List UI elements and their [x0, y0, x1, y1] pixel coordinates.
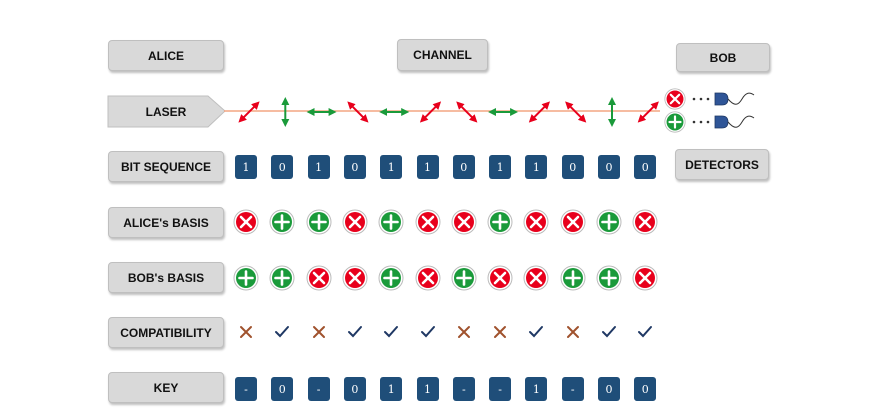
diagonal-basis-icon: [632, 209, 658, 235]
bit-box: 0: [452, 155, 475, 179]
bit-sequence-label: BIT SEQUENCE: [108, 151, 224, 182]
cross-icon: [563, 322, 583, 342]
photon-group: [238, 97, 659, 127]
photon-antidiagonal-arrow: [238, 101, 260, 123]
alice-header: ALICE: [108, 40, 224, 71]
check-icon: [272, 322, 292, 342]
alice-basis-label: ALICE's BASIS: [108, 207, 224, 238]
key-box: -: [561, 377, 584, 401]
bit-box: 0: [271, 155, 294, 179]
bit-box: 0: [343, 155, 366, 179]
key-box: -: [307, 377, 330, 401]
key-label-text: KEY: [153, 380, 179, 395]
diagonal-detector: [664, 88, 755, 110]
cross-icon: [454, 322, 474, 342]
channel-header: CHANNEL: [397, 39, 488, 71]
diagonal-basis-icon: [487, 265, 513, 291]
laser-label: LASER: [108, 96, 224, 127]
diagonal-basis-icon: [451, 209, 477, 235]
alice-header-text: ALICE: [148, 48, 184, 63]
diagonal-basis-icon: [415, 209, 441, 235]
rectilinear-basis-icon: [560, 265, 586, 291]
photon-diagonal-arrow: [565, 101, 587, 123]
photon-diagonal-arrow: [456, 101, 478, 123]
bit-box: 0: [598, 155, 620, 179]
check-icon: [599, 322, 619, 342]
diagonal-basis-icon: [415, 265, 441, 291]
photon-antidiagonal-arrow: [419, 101, 442, 123]
diagonal-basis-icon: [523, 265, 549, 291]
bit-box: 1: [489, 155, 512, 179]
check-icon: [345, 322, 365, 342]
key-box: 0: [343, 377, 366, 401]
cross-icon: [236, 322, 256, 342]
rectilinear-basis-icon: [269, 209, 295, 235]
diagonal-basis-icon: [632, 265, 658, 291]
detectors-label-text: DETECTORS: [685, 157, 759, 172]
key-box: 0: [271, 377, 294, 401]
rectilinear-basis-icon: [487, 209, 513, 235]
photon-antidiagonal-arrow: [637, 101, 659, 123]
laser-label-text: LASER: [145, 104, 187, 119]
key-box: 0: [634, 377, 657, 401]
cross-icon: [309, 322, 329, 342]
key-label: KEY: [108, 372, 224, 403]
check-icon: [526, 322, 546, 342]
key-box: -: [235, 377, 257, 401]
bit-box: 0: [561, 155, 584, 179]
cross-icon: [490, 322, 510, 342]
check-icon: [635, 322, 655, 342]
bit-box: 0: [634, 155, 657, 179]
bit-box: 1: [235, 155, 257, 179]
rectilinear-basis-icon: [451, 265, 477, 291]
diagonal-basis-icon: [306, 265, 332, 291]
rectilinear-basis-icon: [596, 209, 622, 235]
bob-header: BOB: [676, 43, 770, 72]
key-box: -: [489, 377, 512, 401]
bit-box: 1: [380, 155, 403, 179]
key-box: -: [452, 377, 475, 401]
bit-sequence-label-text: BIT SEQUENCE: [120, 159, 211, 174]
photon-antidiagonal-arrow: [528, 101, 551, 123]
rectilinear-basis-icon: [378, 265, 404, 291]
detectors-label: DETECTORS: [675, 149, 769, 180]
bit-box: 1: [525, 155, 548, 179]
check-icon: [381, 322, 401, 342]
photon-diagonal-arrow: [347, 101, 369, 123]
rectilinear-basis-icon: [596, 265, 622, 291]
diagonal-basis-icon: [560, 209, 586, 235]
key-box: 1: [380, 377, 403, 401]
key-box: 0: [598, 377, 620, 401]
diagonal-basis-icon: [342, 265, 368, 291]
rectilinear-basis-icon: [269, 265, 295, 291]
key-box: 1: [416, 377, 439, 401]
rectilinear-basis-icon: [306, 209, 332, 235]
diagonal-basis-icon: [342, 209, 368, 235]
bob-header-text: BOB: [709, 50, 737, 65]
rectilinear-basis-icon: [378, 209, 404, 235]
alice-basis-label-text: ALICE's BASIS: [123, 215, 209, 230]
key-box: 1: [525, 377, 548, 401]
bob-basis-label-text: BOB's BASIS: [127, 270, 205, 285]
rectilinear-basis-icon: [233, 265, 259, 291]
bob-basis-label: BOB's BASIS: [108, 262, 224, 293]
bob-detectors: [664, 88, 755, 133]
bit-box: 1: [307, 155, 330, 179]
channel-header-text: CHANNEL: [413, 48, 472, 62]
diagonal-basis-icon: [233, 209, 259, 235]
rectilinear-detector: [664, 111, 755, 133]
compatibility-label-text: COMPATIBILITY: [120, 325, 212, 340]
bit-box: 1: [416, 155, 439, 179]
compatibility-label: COMPATIBILITY: [108, 317, 224, 348]
check-icon: [418, 322, 438, 342]
diagonal-basis-icon: [523, 209, 549, 235]
